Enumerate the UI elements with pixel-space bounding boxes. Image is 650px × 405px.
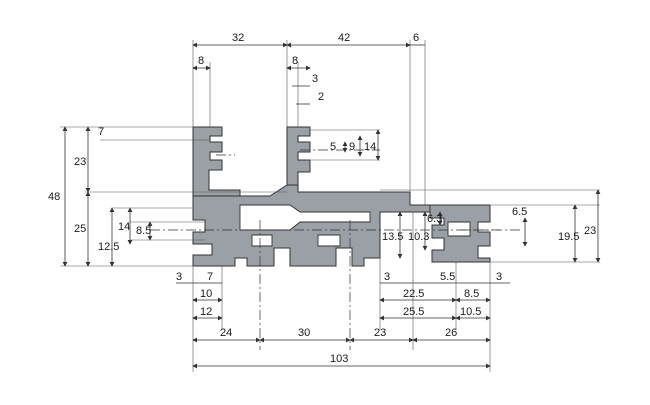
dim-bottom-right-5-5: 5.5	[440, 271, 455, 283]
dim-top-6: 6	[413, 32, 419, 44]
dim-left-8-5: 8.5	[136, 225, 151, 237]
dim-small-3: 3	[312, 73, 318, 85]
dim-top-32: 32	[232, 32, 244, 44]
dim-small-8-mid: 8	[292, 55, 298, 67]
center-lines	[150, 149, 520, 350]
dimension-lines	[62, 42, 601, 369]
dim-chain-23: 23	[374, 327, 386, 339]
dim-center-6-3: 6.3	[427, 213, 442, 225]
dim-slot-14: 14	[364, 141, 376, 153]
dim-bottom-right-10-5: 10.5	[460, 306, 481, 318]
dim-center-13-5: 13.5	[382, 231, 403, 243]
dim-bottom-left-7: 7	[207, 271, 213, 283]
dim-right-19-5: 19.5	[558, 231, 579, 243]
dim-bottom-right-3a: 3	[384, 271, 390, 283]
dim-bottom-right-3b: 3	[496, 271, 502, 283]
dim-left-12-5: 12.5	[98, 241, 119, 253]
dim-center-10-3: 10.3	[408, 231, 429, 243]
dim-overall-103: 103	[330, 353, 348, 365]
dim-right-6-5: 6.5	[512, 206, 527, 218]
dim-bottom-right-22-5: 22.5	[403, 288, 424, 300]
dim-left-48: 48	[48, 191, 60, 203]
dim-slot-7: 7	[98, 126, 104, 138]
dim-top-42: 42	[338, 32, 350, 44]
dim-left-25: 25	[74, 223, 86, 235]
dim-chain-30: 30	[298, 327, 310, 339]
dim-bottom-left-10: 10	[200, 288, 212, 300]
dim-left-23: 23	[74, 156, 86, 168]
dim-right-23: 23	[584, 225, 596, 237]
dimension-labels: 32 42 6 8 8 3 2 5 9 14 7 48 23 25 12.5 1…	[48, 32, 596, 365]
aluminium-profile	[192, 126, 491, 267]
dim-chain-26: 26	[445, 327, 457, 339]
dim-slot-5: 5	[330, 141, 336, 153]
dim-bottom-left-3: 3	[176, 271, 182, 283]
dim-left-14: 14	[118, 221, 130, 233]
dim-bottom-right-25-5: 25.5	[403, 306, 424, 318]
dim-small-8-left: 8	[198, 55, 204, 67]
dim-bottom-right-8-5: 8.5	[464, 288, 479, 300]
dim-chain-24: 24	[220, 327, 232, 339]
dim-small-2: 2	[318, 91, 324, 103]
dim-bottom-left-12: 12	[200, 306, 212, 318]
dim-slot-9: 9	[349, 141, 355, 153]
